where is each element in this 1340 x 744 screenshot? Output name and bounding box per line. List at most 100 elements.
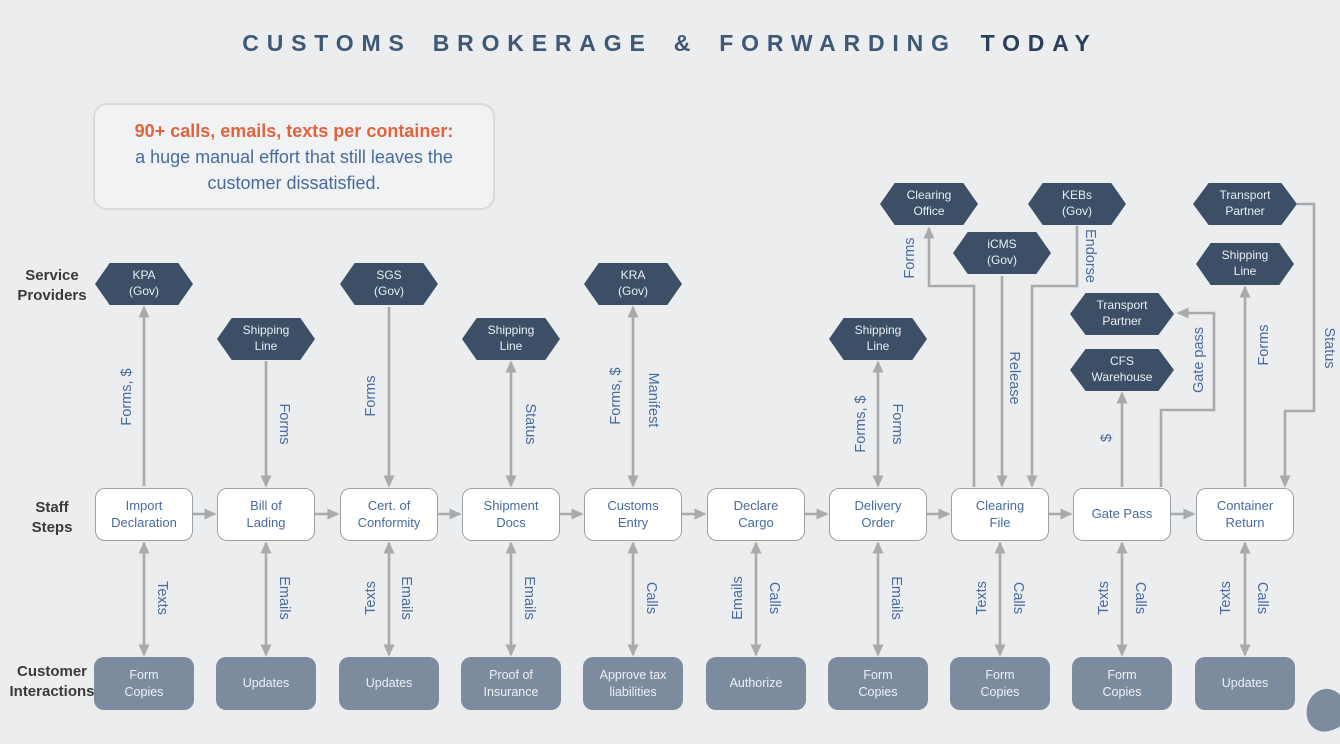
node-label-line: Lading xyxy=(246,514,286,530)
node-label-line: Return xyxy=(1225,514,1265,530)
node-label-line: Line xyxy=(866,339,890,353)
node-label-line: Shipment xyxy=(483,497,539,513)
node-label-line: Partner xyxy=(1225,204,1265,218)
node-label-line: Updates xyxy=(242,676,290,691)
hexagon-sgs-gov: SGS(Gov) xyxy=(340,263,438,305)
node-label-line: Copies xyxy=(1102,684,1142,699)
node-label-line: Approve tax xyxy=(599,668,667,682)
arrow-label-calls: Calls xyxy=(643,581,659,615)
node-label-line: Line xyxy=(1233,264,1257,278)
arrow-transport-partner-to-container-return xyxy=(1279,202,1316,488)
slide-title-emphasis: TODAY xyxy=(980,30,1098,56)
node-label-line: Shipping xyxy=(487,323,535,338)
node-label-line: Shipping xyxy=(1221,248,1269,263)
row-label-service-providers: Service Providers xyxy=(0,266,104,306)
arrow-label-calls: Calls xyxy=(1010,581,1026,615)
row-label-line: Steps xyxy=(31,518,73,536)
customer-interaction-updates: Updates xyxy=(339,657,439,710)
row-label-customer-interactions: Customer Interactions xyxy=(0,662,104,702)
slide-title-main: CUSTOMS BROKERAGE & FORWARDING xyxy=(242,30,957,56)
arrow-label-emails: Emails xyxy=(888,576,904,620)
arrow-label-manifest: Manifest xyxy=(645,372,661,428)
node-label-line: Cargo xyxy=(738,514,774,530)
arrow-label-forms-$: Forms, $ xyxy=(119,368,135,426)
arrow-label-forms: Forms xyxy=(1256,324,1272,366)
node-label-line: Declare xyxy=(733,497,779,513)
node-label-line: (Gov) xyxy=(987,253,1017,267)
node-label-line: (Gov) xyxy=(1062,204,1092,218)
node-label-line: Warehouse xyxy=(1091,370,1153,384)
node-label-line: Clearing xyxy=(906,188,952,203)
customer-interaction-updates: Updates xyxy=(216,657,316,710)
node-label-line: Authorize xyxy=(729,676,783,691)
row-label-line: Staff xyxy=(35,499,69,516)
arrow-gate-pass-to-transport-partner xyxy=(1159,307,1216,487)
callout-headline: 90+ calls, emails, texts per container: xyxy=(134,121,454,141)
node-label-line: Form xyxy=(1107,668,1137,682)
node-label-line: Office xyxy=(913,204,945,218)
callout-body-line-2: customer dissatisfied. xyxy=(207,173,381,194)
node-label-line: Line xyxy=(499,339,523,353)
customer-interaction-updates: Updates xyxy=(1195,657,1295,710)
node-label-line: Customs xyxy=(607,497,659,513)
arrow-label-calls: Calls xyxy=(766,581,782,615)
node-label-line: Entry xyxy=(617,514,649,530)
hexagon-kra-gov: KRA(Gov) xyxy=(584,263,682,305)
arrow-label-texts: Texts xyxy=(1218,581,1234,615)
arrow-label-forms: Forms xyxy=(363,375,379,417)
node-label-line: Form xyxy=(863,668,893,682)
row-label-line: Interactions xyxy=(9,682,95,700)
node-label-line: Partner xyxy=(1102,314,1142,328)
node-label-line: Delivery xyxy=(854,497,902,513)
arrow-label-forms-$: Forms, $ xyxy=(853,395,869,453)
arrow-label-texts: Texts xyxy=(363,581,379,615)
node-label-line: KEBs xyxy=(1061,188,1092,203)
staff-step-gate-pass: Gate Pass xyxy=(1073,488,1171,541)
node-label-line: Shipping xyxy=(854,323,902,338)
node-label-line: Declaration xyxy=(111,514,177,530)
node-label-line: File xyxy=(989,514,1011,530)
arrow-label-$: $ xyxy=(1099,433,1115,443)
arrow-label-emails: Emails xyxy=(276,576,292,620)
node-label-line: Updates xyxy=(1221,676,1269,691)
node-label-line: Line xyxy=(254,339,278,353)
node-label-line: Copies xyxy=(858,684,898,699)
node-label-line: Bill of xyxy=(250,497,282,513)
row-label-staff-steps: Staff Steps xyxy=(0,498,104,538)
node-label-line: Form xyxy=(985,668,1015,682)
node-label-line: (Gov) xyxy=(618,284,648,298)
node-label-line: SGS xyxy=(376,268,402,283)
node-label-line: CFS xyxy=(1110,354,1134,369)
customer-interaction-authorize: Authorize xyxy=(706,657,806,710)
node-label-line: Transport xyxy=(1096,298,1148,313)
slide-title: CUSTOMS BROKERAGE & FORWARDING TODAY xyxy=(0,30,1340,57)
node-label-line: liabilities xyxy=(609,684,657,699)
callout-box: 90+ calls, emails, texts per container: … xyxy=(93,103,495,211)
node-label-line: Form xyxy=(129,668,159,682)
arrow-label-emails: Emails xyxy=(398,576,414,620)
node-label-line: Shipping xyxy=(242,323,290,338)
arrow-label-texts: Texts xyxy=(1096,581,1112,615)
node-label-line: Conformity xyxy=(357,514,421,530)
node-label-line: (Gov) xyxy=(374,284,404,298)
node-label-line: Updates xyxy=(365,676,413,691)
